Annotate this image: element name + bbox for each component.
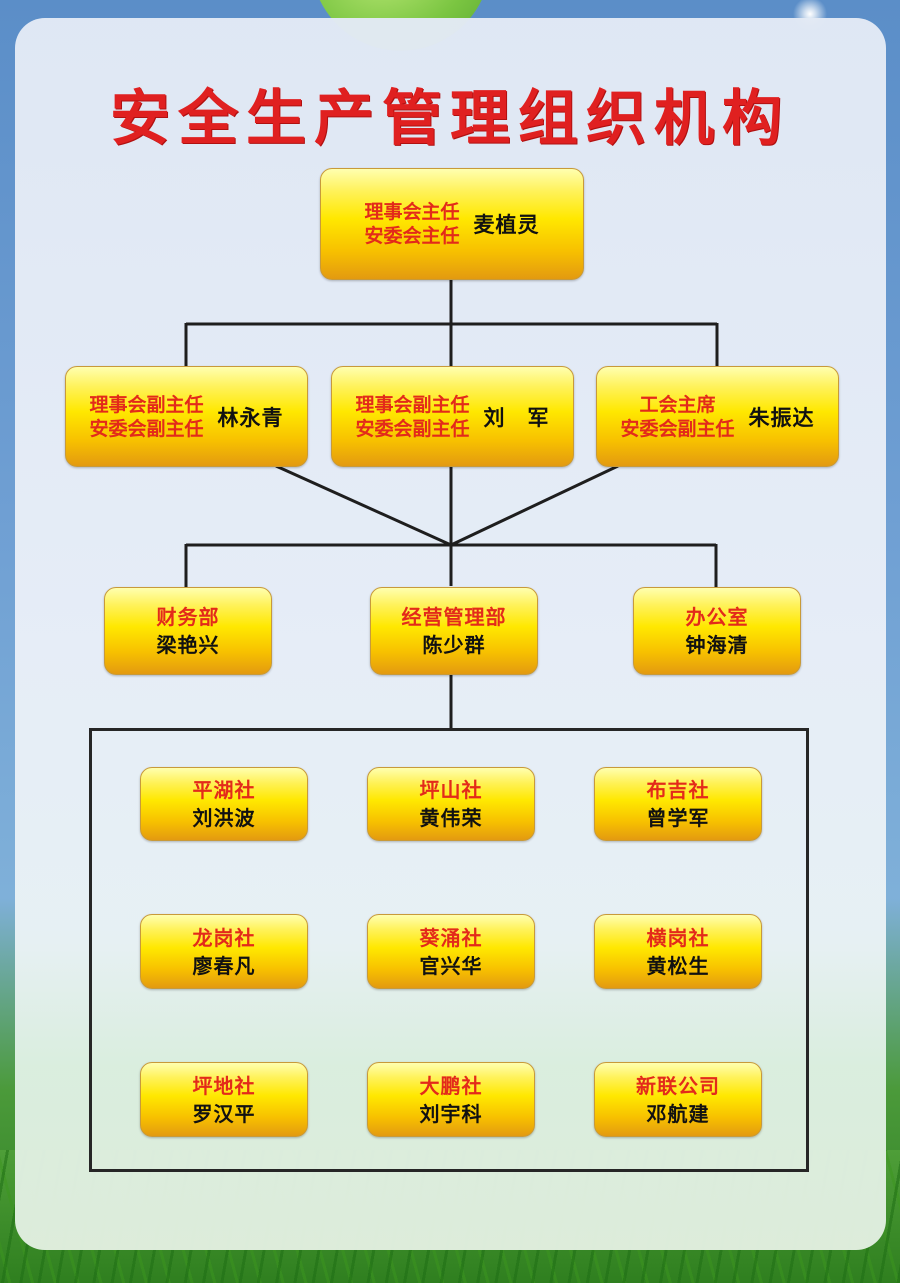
branch-label: 坪山社 — [419, 778, 483, 802]
vice-chair-name: 林永青 — [217, 405, 284, 430]
branch-box: 葵涌社 官兴华 — [367, 914, 535, 989]
branch-box: 横岗社 黄松生 — [594, 914, 762, 989]
branch-box: 平湖社 刘洪波 — [140, 767, 308, 841]
role-label: 工会主席 — [639, 393, 716, 416]
department-label: 财务部 — [156, 605, 220, 629]
vice-chair-box-2: 理事会副主任 安委会副主任 刘 军 — [331, 366, 574, 467]
branch-label: 葵涌社 — [419, 925, 483, 950]
chair-box: 理事会主任 安委会主任 麦植灵 — [320, 168, 584, 280]
branches-frame — [89, 728, 809, 1172]
branch-label: 龙岗社 — [192, 925, 256, 950]
department-head: 梁艳兴 — [156, 633, 220, 657]
branch-head: 黄伟荣 — [419, 806, 483, 830]
branch-label: 坪地社 — [192, 1073, 256, 1098]
department-box-office: 办公室 钟海清 — [633, 587, 801, 675]
department-label: 经营管理部 — [401, 605, 507, 629]
branch-label: 新联公司 — [636, 1073, 720, 1098]
role-label: 安委会副主任 — [89, 417, 204, 440]
role-label: 理事会副主任 — [89, 393, 204, 416]
branch-head: 邓航建 — [646, 1101, 710, 1126]
department-head: 钟海清 — [685, 633, 749, 657]
vice-chair-roles: 理事会副主任 安委会副主任 — [89, 393, 203, 441]
page-title: 安全生产管理组织机构 — [110, 84, 790, 154]
department-head: 陈少群 — [422, 633, 486, 657]
role-label: 安委会主任 — [364, 225, 460, 247]
branch-label: 平湖社 — [192, 778, 256, 802]
vice-chair-roles: 理事会副主任 安委会副主任 — [355, 393, 469, 441]
branch-box: 坪山社 黄伟荣 — [367, 767, 535, 841]
branch-label: 横岗社 — [646, 925, 710, 950]
role-label: 理事会副主任 — [355, 393, 470, 416]
chair-roles: 理事会主任 安委会主任 — [364, 200, 459, 248]
role-label: 安委会副主任 — [620, 417, 735, 440]
branch-box: 布吉社 曾学军 — [594, 767, 762, 841]
vice-chair-box-1: 理事会副主任 安委会副主任 林永青 — [65, 366, 308, 467]
branch-head: 黄松生 — [646, 953, 710, 978]
branch-head: 罗汉平 — [192, 1101, 256, 1126]
role-label: 理事会主任 — [364, 201, 460, 223]
branch-head: 刘宇科 — [419, 1101, 483, 1126]
chair-name: 麦植灵 — [473, 213, 540, 237]
department-label: 办公室 — [685, 605, 749, 629]
branch-box: 龙岗社 廖春凡 — [140, 914, 308, 989]
branch-box: 坪地社 罗汉平 — [140, 1062, 308, 1137]
role-label: 安委会副主任 — [355, 417, 470, 440]
vice-chair-name: 刘 军 — [483, 405, 550, 430]
vice-chair-roles: 工会主席 安委会副主任 — [620, 393, 734, 441]
branch-box: 大鹏社 刘宇科 — [367, 1062, 535, 1137]
branch-label: 大鹏社 — [419, 1073, 483, 1098]
department-box-management: 经营管理部 陈少群 — [370, 587, 538, 675]
branch-head: 官兴华 — [419, 953, 483, 978]
department-box-finance: 财务部 梁艳兴 — [104, 587, 272, 675]
branch-label: 布吉社 — [646, 778, 710, 802]
branch-head: 廖春凡 — [192, 953, 256, 978]
branch-head: 刘洪波 — [192, 806, 256, 830]
vice-chair-box-3: 工会主席 安委会副主任 朱振达 — [596, 366, 839, 467]
branch-head: 曾学军 — [646, 806, 710, 830]
vice-chair-name: 朱振达 — [748, 405, 815, 430]
branch-box: 新联公司 邓航建 — [594, 1062, 762, 1137]
